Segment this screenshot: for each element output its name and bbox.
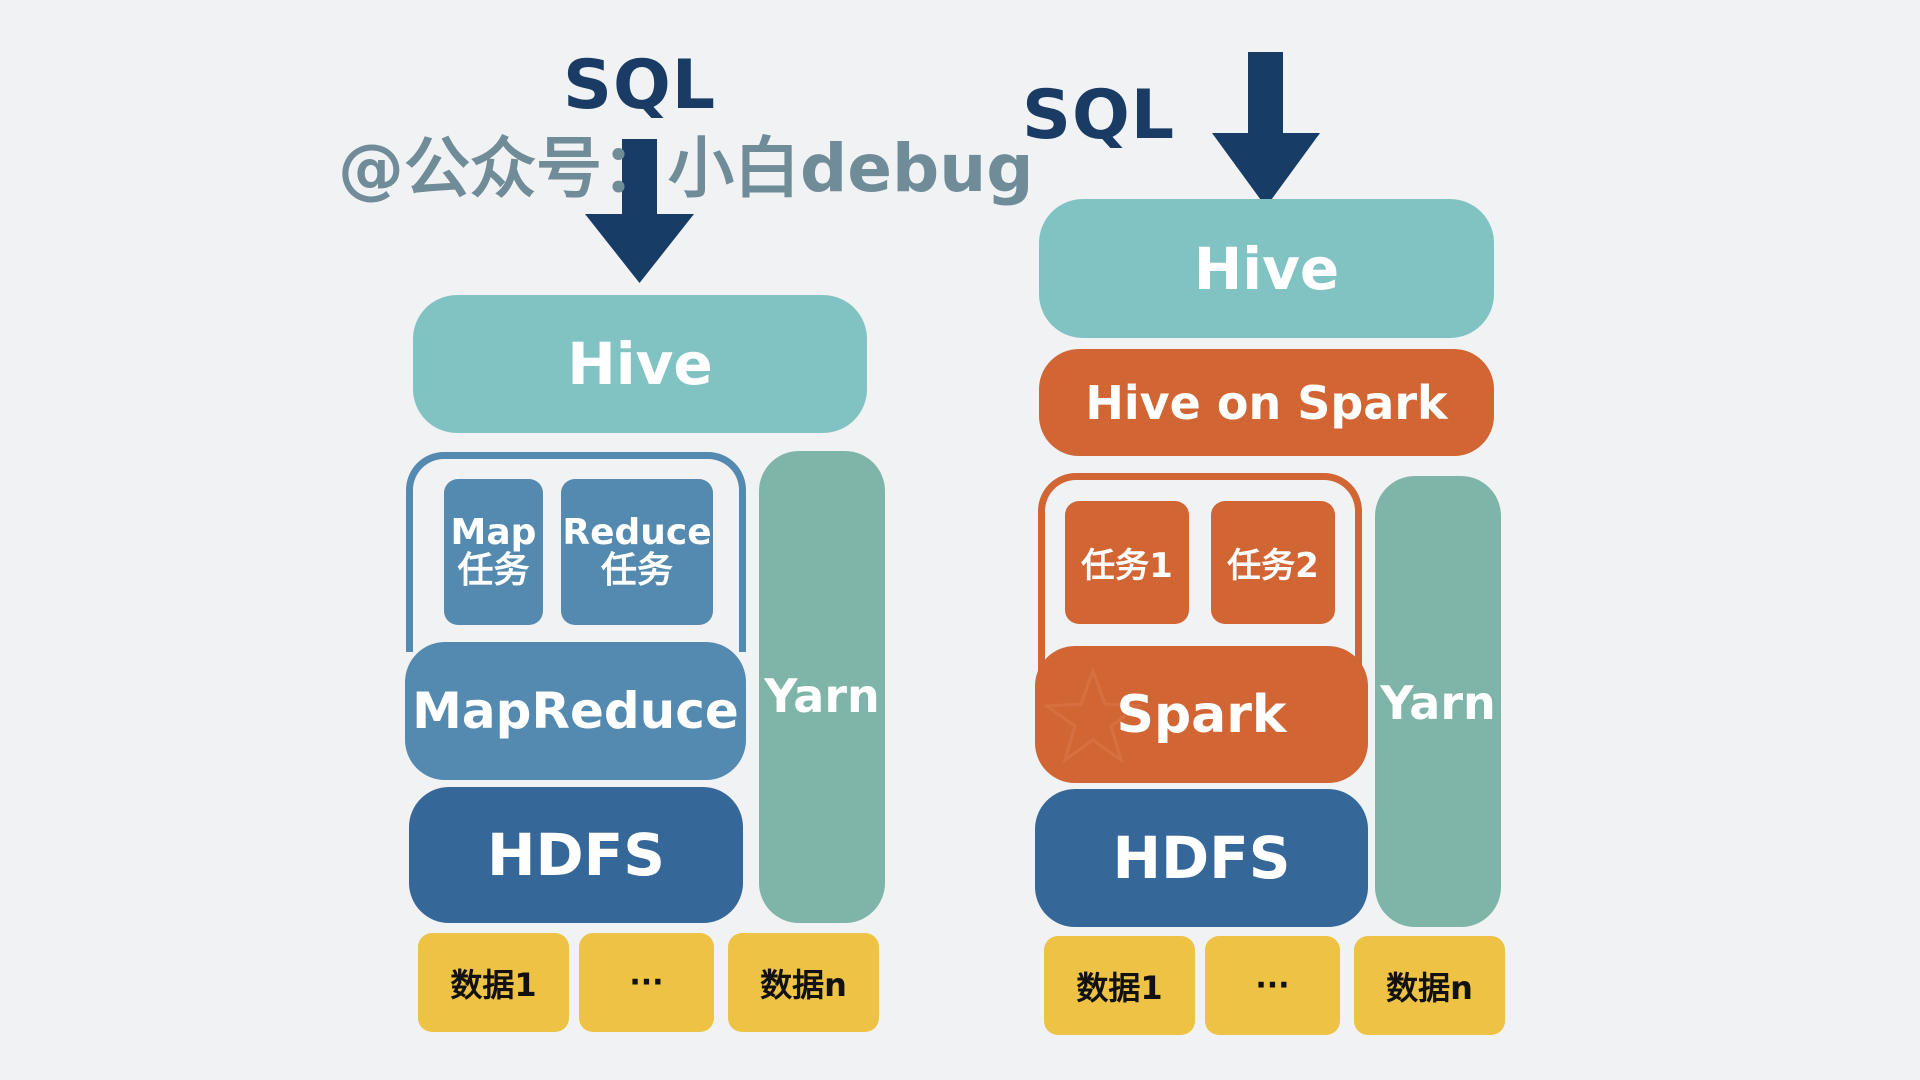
left-hive-box: Hive: [413, 295, 867, 433]
right-hdfs-label: HDFS: [1112, 824, 1291, 892]
map-task-box: Map 任务: [444, 479, 543, 625]
left-yarn-box: Yarn: [759, 451, 885, 923]
reduce-task-label: Reduce: [562, 512, 712, 554]
mapreduce-box: MapReduce: [405, 642, 746, 780]
right-sql-label: SQL: [1022, 76, 1176, 155]
spark-label: Spark: [1116, 684, 1287, 745]
left-hive-label: Hive: [567, 330, 713, 398]
right-hive-box: Hive: [1039, 199, 1494, 338]
right-data-block-ellipsis-label: ···: [1255, 968, 1290, 1003]
right-data-block-n-label: 数据n: [1386, 968, 1473, 1007]
right-data-block-1-label: 数据1: [1076, 968, 1163, 1007]
left-hdfs-box: HDFS: [409, 787, 743, 923]
left-sql-label: SQL: [563, 46, 717, 125]
spark-task-2-label: 任务2: [1227, 546, 1319, 586]
left-data-block-n: 数据n: [728, 933, 879, 1032]
right-down-arrow-icon: [1212, 52, 1320, 207]
hive-on-spark-label: Hive on Spark: [1085, 375, 1448, 430]
spark-box: Spark: [1035, 646, 1368, 783]
right-yarn-label: Yarn: [1380, 676, 1496, 730]
right-data-block-n: 数据n: [1354, 936, 1505, 1035]
reduce-task-box: Reduce 任务: [561, 479, 713, 625]
spark-star-logo-icon: [1043, 666, 1143, 764]
left-data-block-ellipsis-label: ···: [629, 965, 664, 1000]
spark-container-outline: [1038, 473, 1362, 673]
hive-on-spark-box: Hive on Spark: [1039, 349, 1494, 456]
left-data-block-n-label: 数据n: [760, 965, 847, 1004]
left-data-block-1: 数据1: [418, 933, 569, 1032]
watermark-text: @公众号：小白debug: [338, 130, 1034, 207]
right-hdfs-box: HDFS: [1035, 789, 1368, 927]
left-data-block-1-label: 数据1: [450, 965, 537, 1004]
left-data-block-ellipsis: ···: [579, 933, 714, 1032]
right-data-block-ellipsis: ···: [1205, 936, 1340, 1035]
map-task-sublabel: 任务: [457, 550, 530, 591]
left-down-arrow-icon: [585, 139, 694, 283]
map-task-label: Map: [450, 512, 537, 554]
left-hdfs-label: HDFS: [486, 821, 666, 889]
right-data-block-1: 数据1: [1044, 936, 1195, 1035]
spark-task-2-box: 任务2: [1211, 501, 1335, 624]
mapreduce-container-outline: [406, 452, 746, 652]
mapreduce-label: MapReduce: [412, 682, 739, 740]
right-hive-label: Hive: [1193, 234, 1340, 303]
left-yarn-label: Yarn: [764, 669, 880, 723]
spark-task-1-label: 任务1: [1081, 546, 1173, 586]
spark-task-1-box: 任务1: [1065, 501, 1189, 624]
right-yarn-box: Yarn: [1375, 476, 1501, 927]
reduce-task-sublabel: 任务: [600, 550, 673, 591]
